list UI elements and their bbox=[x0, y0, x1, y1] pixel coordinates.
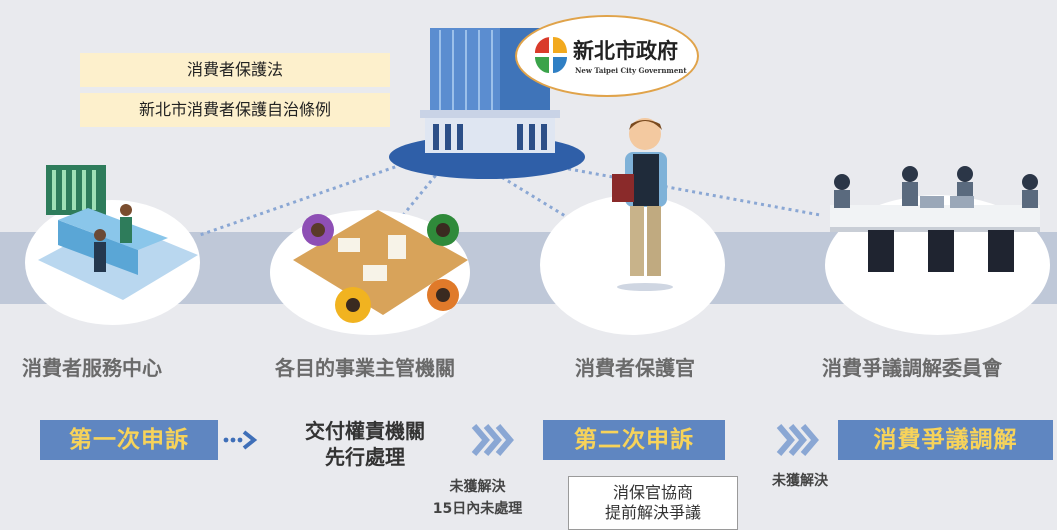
negotiation-line-2: 提前解決爭議 bbox=[604, 503, 701, 522]
step-second-complaint-text: 第二次申訴 bbox=[574, 427, 694, 453]
law-text: 消費者保護法 bbox=[186, 60, 283, 79]
unhandled-15-days-text: 15日內未處理 bbox=[432, 501, 523, 517]
new-taipei-emblem-icon bbox=[535, 37, 567, 73]
handoff-text: 交付權責機關 先行處理 bbox=[285, 418, 445, 470]
dotted-arrow-icon bbox=[223, 430, 258, 450]
service-counter-icon bbox=[38, 165, 198, 300]
station-label-officer: 消費者保護官 bbox=[575, 356, 695, 380]
officer-figure-icon bbox=[612, 118, 673, 291]
step-second-complaint: 第二次申訴 bbox=[543, 420, 725, 460]
meeting-table-icon bbox=[293, 210, 468, 323]
handoff-line-2: 先行處理 bbox=[325, 445, 405, 469]
step-first-complaint: 第一次申訴 bbox=[40, 420, 218, 460]
negotiation-line-1: 消保官協商 bbox=[612, 483, 693, 502]
handoff-line-1: 交付權責機關 bbox=[305, 419, 425, 443]
unresolved-note-1: 未獲解決 15日內未處理 bbox=[410, 476, 545, 520]
unresolved-note-2: 未獲解決 bbox=[772, 473, 828, 489]
negotiation-note: 消保官協商 提前解決爭議 bbox=[568, 476, 738, 530]
step-first-complaint-text: 第一次申訴 bbox=[69, 427, 189, 453]
step-mediation-text: 消費爭議調解 bbox=[873, 427, 1018, 453]
committee-meeting-icon bbox=[830, 166, 1040, 272]
station-label-service-center: 消費者服務中心 bbox=[22, 356, 162, 380]
station-label-authorities: 各目的事業主管機關 bbox=[275, 356, 455, 380]
logo-subtitle: New Taipei City Government bbox=[575, 66, 687, 75]
new-taipei-logo: 新北市政府 New Taipei City Government bbox=[515, 15, 699, 97]
law-text: 新北市消費者保護自治條例 bbox=[138, 100, 331, 119]
chevron-right-icon bbox=[471, 424, 514, 456]
step-mediation: 消費爭議調解 bbox=[838, 420, 1053, 460]
law-box-autonomy-ordinance: 新北市消費者保護自治條例 bbox=[80, 93, 390, 127]
law-box-consumer-protection-act: 消費者保護法 bbox=[80, 53, 390, 87]
logo-title: 新北市政府 bbox=[573, 38, 678, 63]
chevron-right-icon bbox=[776, 424, 819, 456]
unresolved-text: 未獲解決 bbox=[449, 479, 506, 495]
station-label-committee: 消費爭議調解委員會 bbox=[822, 356, 1002, 380]
